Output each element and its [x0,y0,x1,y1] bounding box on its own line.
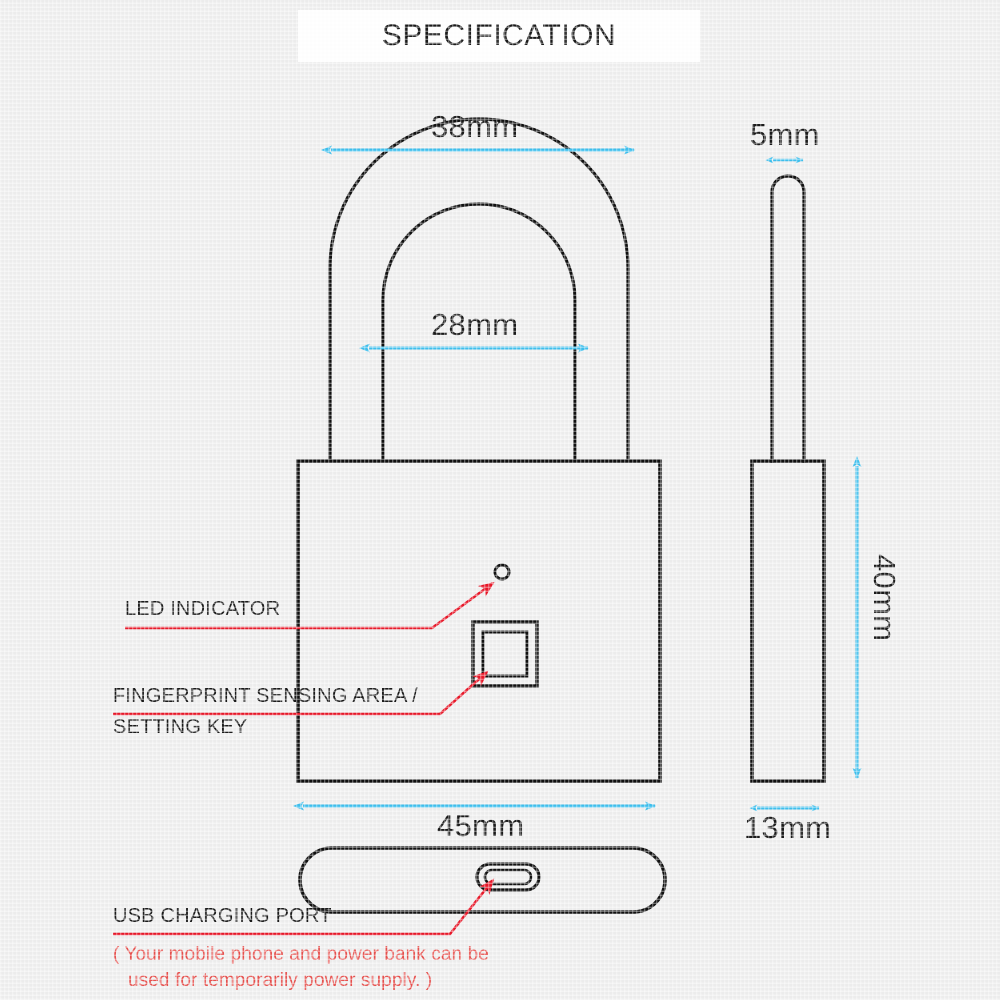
leader-line-fingerprint [113,670,489,716]
dimension-label-28mm: 28mm [431,307,519,342]
leader-line-led [125,581,495,630]
side-view-body [750,459,826,783]
usb-charging-port [475,862,541,892]
leader-line-usb [113,878,495,936]
callout-label-fingerprint-line1: FINGERPRINT SENSING AREA / [113,685,418,707]
callout-label-fingerprint-line2: SETTING KEY [113,716,248,738]
page-title-box: SPECIFICATION [298,10,700,62]
fingerprint-sensor-area [471,620,539,688]
dimension-label-38mm: 38mm [431,109,519,144]
dimension-label-13mm: 13mm [744,810,832,845]
note-line1: ( Your mobile phone and power bank can b… [113,944,489,965]
bottom-view-body [298,846,667,914]
dimension-label-40mm: 40mm [867,554,902,642]
dimension-label-45mm: 45mm [437,808,525,843]
dimension-label-5mm: 5mm [750,117,820,152]
page-title: SPECIFICATION [381,19,617,52]
front-view-body [296,459,662,783]
callout-label-led-indicator: LED INDICATOR [125,598,281,620]
led-indicator-hole [493,563,511,581]
note-line2: used for temporarily power supply. ) [128,970,433,991]
side-view-shackle [770,174,806,463]
front-view-shackle [328,117,630,462]
callout-label-usb-charging-port: USB CHARGING PORT [113,905,332,927]
